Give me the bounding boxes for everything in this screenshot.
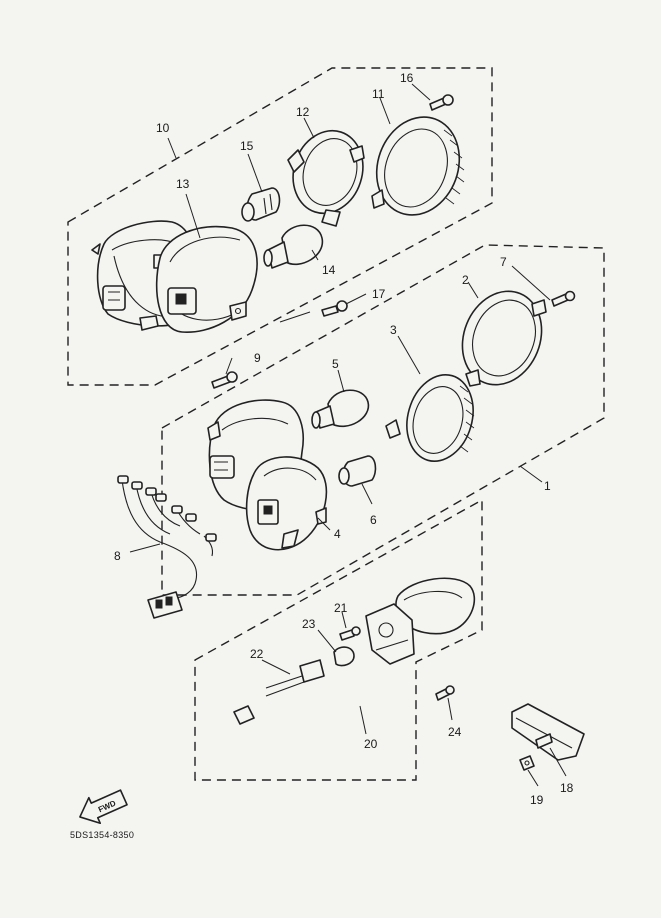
callout-11: 11 <box>372 87 385 101</box>
wire-harness <box>117 475 217 619</box>
catalog-code: 5DS1354-8350 <box>70 830 134 840</box>
reflector-assembly <box>511 703 585 771</box>
callout-4: 4 <box>334 527 341 541</box>
callout-19: 19 <box>530 793 544 807</box>
callout-14: 14 <box>322 263 336 277</box>
callout-23: 23 <box>302 617 316 631</box>
callout-21: 21 <box>334 601 348 615</box>
callout-1: 1 <box>544 479 551 493</box>
group-outline-1 <box>161 244 605 596</box>
callout-3: 3 <box>390 323 397 337</box>
group-outline-10 <box>67 67 493 386</box>
callout-20: 20 <box>364 737 378 751</box>
callout-6: 6 <box>370 513 377 527</box>
callout-10: 10 <box>156 121 170 135</box>
callout-7: 7 <box>500 255 507 269</box>
rear-lamp-assembly <box>233 577 476 725</box>
callout-15: 15 <box>240 139 254 153</box>
callout-12: 12 <box>296 105 310 119</box>
callout-22: 22 <box>250 647 264 661</box>
callout-2: 2 <box>462 273 469 287</box>
leader-lines <box>129 83 567 787</box>
callout-17: 17 <box>372 287 386 301</box>
callout-13: 13 <box>176 177 190 191</box>
callout-18: 18 <box>560 781 574 795</box>
callout-9: 9 <box>254 351 261 365</box>
callout-labels: 1 2 3 4 5 6 7 8 9 10 11 12 13 14 15 16 1… <box>114 71 574 807</box>
upper-flasher-assembly <box>91 94 465 333</box>
callout-8: 8 <box>114 549 121 563</box>
group-outline-20 <box>194 498 483 781</box>
callout-16: 16 <box>400 71 414 85</box>
lower-flasher-assembly <box>207 290 576 551</box>
callout-5: 5 <box>332 357 339 371</box>
callout-24: 24 <box>448 725 462 739</box>
fwd-arrow-icon: FWD <box>79 789 128 825</box>
